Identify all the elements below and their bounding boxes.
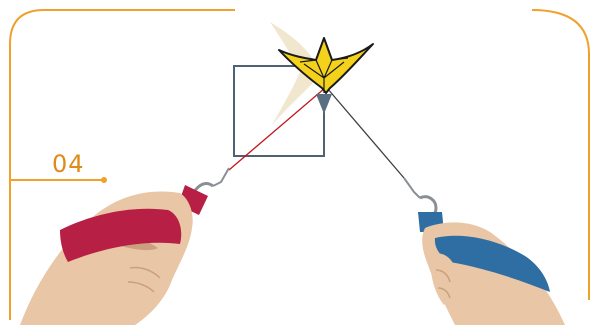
downward-arrow-icon: [316, 94, 332, 114]
right-hand-strap-icon: [404, 178, 565, 325]
right-kite-line: [327, 88, 404, 178]
step-number: 04: [52, 150, 112, 178]
left-kite-line: [229, 88, 325, 170]
left-hand-strap-icon: [20, 168, 229, 325]
